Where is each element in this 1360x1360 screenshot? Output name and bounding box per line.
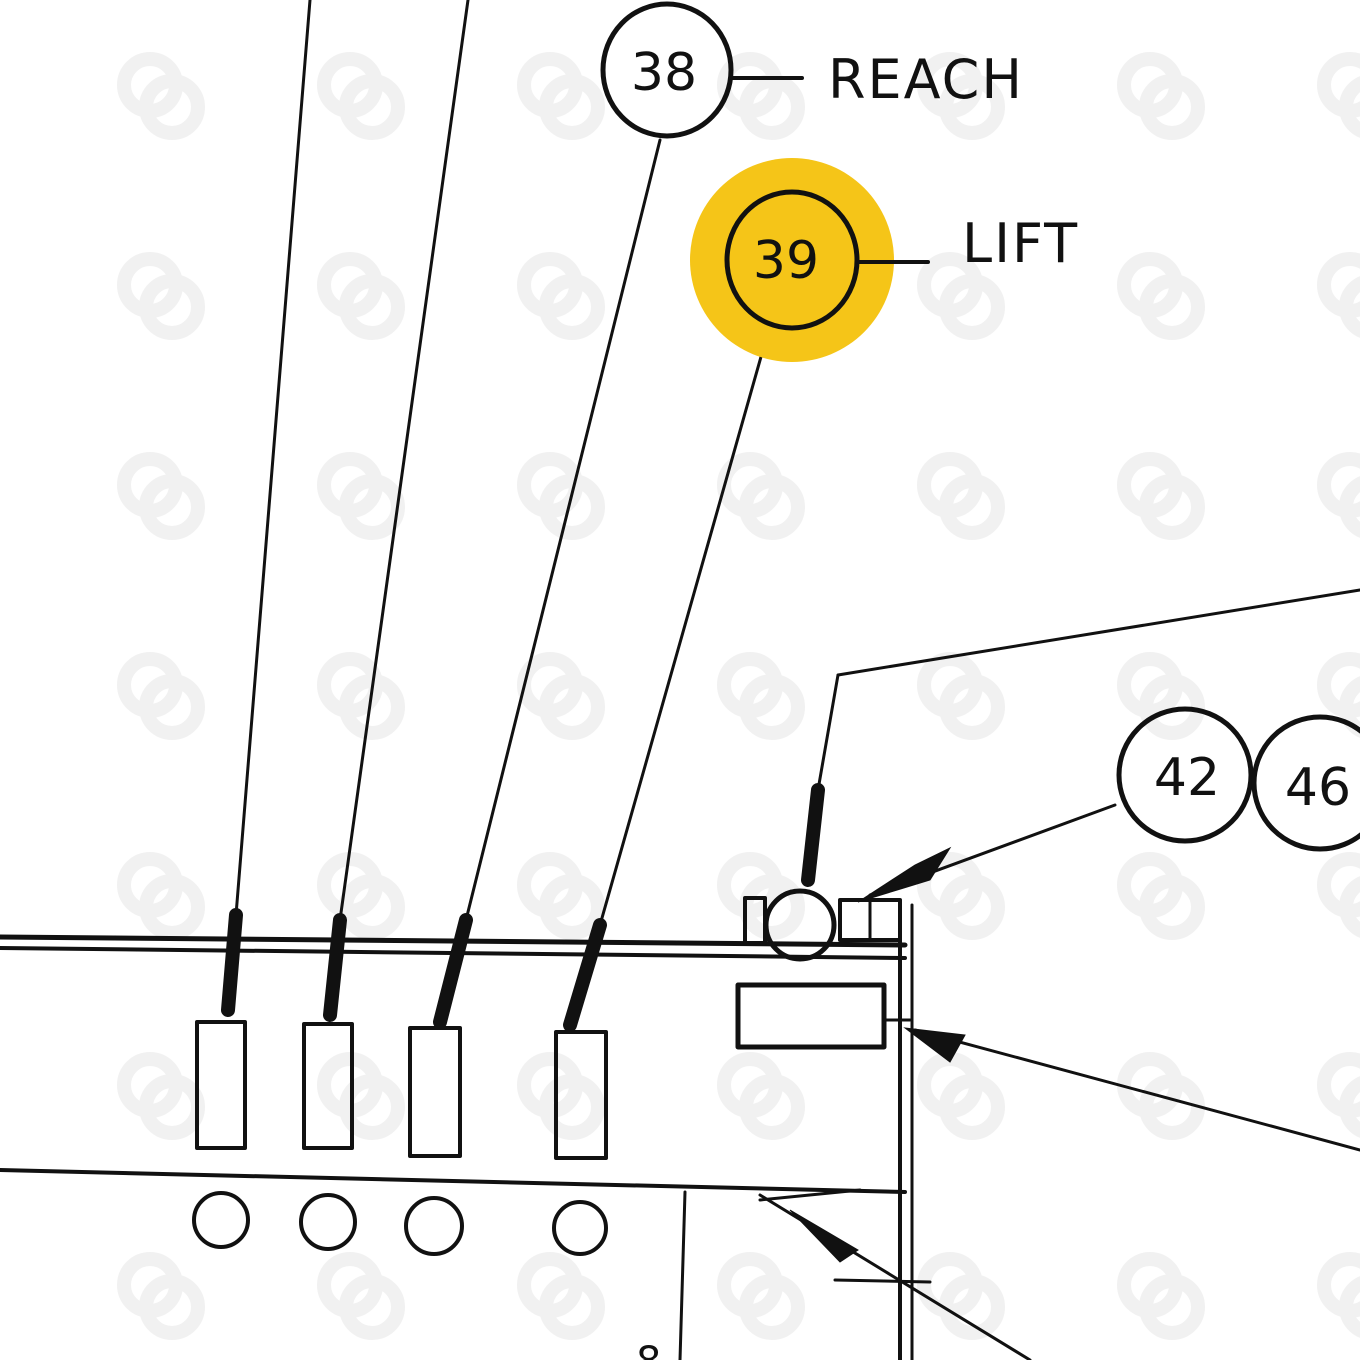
callout-39-number: 39 [753,231,819,291]
watermark-mark [139,474,205,540]
watermark-mark [539,474,605,540]
watermark-pattern [117,52,1360,1340]
watermark-mark [539,74,605,140]
watermark-mark [339,874,405,940]
watermark-mark [1339,1276,1360,1338]
watermark-mark [339,274,405,340]
watermark-mark [939,274,1005,340]
watermark-mark [939,474,1005,540]
watermark-mark [1339,76,1360,138]
watermark-mark [1339,876,1360,938]
valve-spools [195,1020,608,1160]
watermark-mark [139,674,205,740]
watermark-mark [539,674,605,740]
watermark-mark [1339,1076,1360,1138]
watermark-mark [739,1274,805,1340]
valve-levers [221,908,607,1032]
callout-39[interactable]: 39 LIFT [724,189,1079,331]
callout-38[interactable]: 38 REACH [600,1,1024,139]
watermark-mark [1139,674,1205,740]
watermark-mark [1139,474,1205,540]
watermark-mark [939,874,1005,940]
watermark-mark [139,1274,205,1340]
highlight-halo [690,158,894,362]
watermark-mark [339,1274,405,1340]
callout-46-number: 46 [1285,758,1351,818]
watermark-mark [139,274,205,340]
callout-38-label: REACH [828,48,1024,111]
watermark-mark [1339,476,1360,538]
callout-39-label: LIFT [962,212,1079,275]
fragment-label: 8 [636,1339,661,1360]
watermark-mark [539,1274,605,1340]
watermark-mark [139,874,205,940]
watermark-mark [339,1074,405,1140]
watermark-mark [139,74,205,140]
callout-46[interactable]: 46 [1251,714,1360,852]
watermark-mark [539,1074,605,1140]
port-circles [192,1191,608,1256]
watermark-mark [939,1074,1005,1140]
watermark-mark [1339,276,1360,338]
fitting-assembly [735,588,1360,1360]
watermark-mark [339,74,405,140]
watermark-mark [1339,676,1360,738]
watermark-mark [739,674,805,740]
watermark-mark [1139,74,1205,140]
watermark-mark [739,74,805,140]
watermark-mark [739,474,805,540]
watermark-mark [939,74,1005,140]
callout-38-number: 38 [631,43,697,103]
watermark-mark [739,1074,805,1140]
watermark-mark [1139,874,1205,940]
watermark-mark [1139,1274,1205,1340]
watermark-mark [539,274,605,340]
leader-lines [234,0,772,927]
watermark-mark [1139,274,1205,340]
watermark-mark [939,674,1005,740]
watermark-mark [539,874,605,940]
callout-42-number: 42 [1154,748,1220,808]
callout-42[interactable]: 42 [1116,706,1254,844]
